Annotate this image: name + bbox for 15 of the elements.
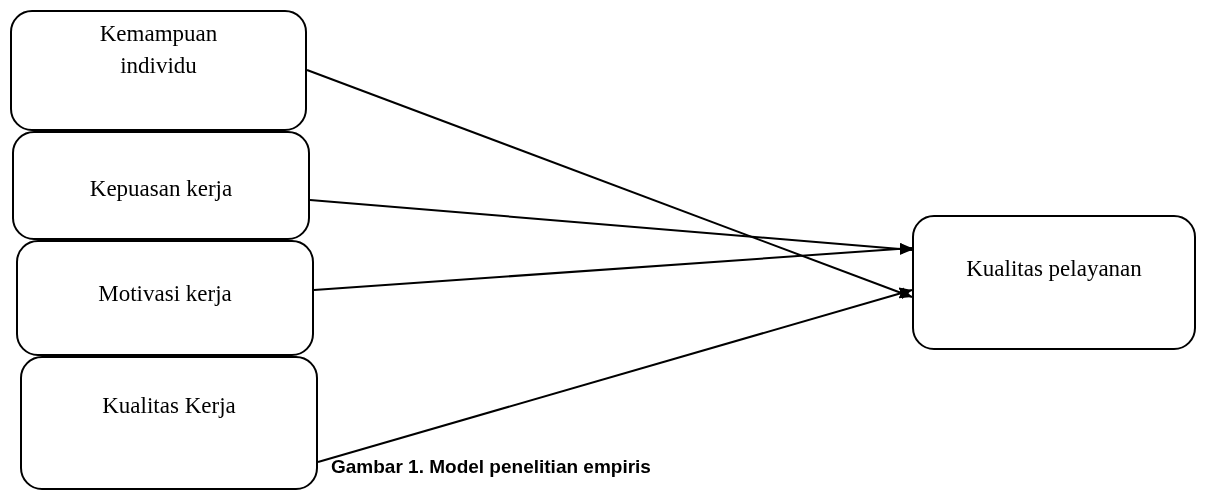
arrow bbox=[317, 287, 913, 463]
box-label: Motivasi kerja bbox=[97, 280, 233, 308]
box-label: Kepuasan kerja bbox=[88, 175, 234, 203]
process-box bbox=[10, 10, 307, 131]
arrow bbox=[306, 69, 913, 299]
box-label: Kualitas pelayanan bbox=[965, 255, 1143, 283]
process-box bbox=[912, 215, 1196, 350]
process-box bbox=[20, 356, 318, 490]
arrow bbox=[313, 242, 913, 291]
figure-caption: Gambar 1. Model penelitian empiris bbox=[331, 456, 651, 478]
arrow bbox=[309, 199, 913, 255]
process-box bbox=[16, 240, 314, 356]
box-label: Kualitas Kerja bbox=[101, 392, 237, 420]
process-box bbox=[12, 131, 310, 240]
box-label: Kemampuan individu bbox=[98, 20, 219, 81]
